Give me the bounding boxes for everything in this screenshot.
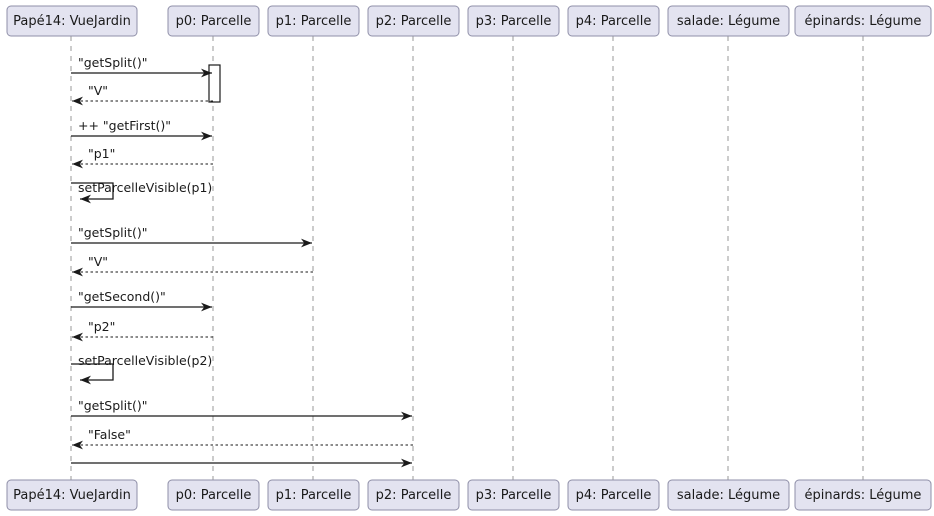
message-label: ++ "getFirst()" xyxy=(78,118,171,133)
participant-box xyxy=(6,5,138,37)
participant-box xyxy=(267,479,360,511)
activations-group xyxy=(208,64,221,103)
participant-label: p0: Parcelle xyxy=(176,488,252,503)
participant-header-salade[interactable]: salade: Légume xyxy=(667,5,790,37)
message-label: "getSecond()" xyxy=(78,289,166,304)
activation-p0 xyxy=(208,64,221,103)
participant-box xyxy=(367,479,460,511)
participant-header-p4[interactable]: p4: Parcelle xyxy=(567,5,660,37)
participant-box xyxy=(6,479,138,511)
participant-header-p3[interactable]: p3: Parcelle xyxy=(467,5,560,37)
participant-box xyxy=(567,5,660,37)
participant-footer-vuejardin[interactable]: Papé14: VueJardin xyxy=(6,479,138,511)
participant-label: p4: Parcelle xyxy=(576,488,652,503)
participant-footer-group: Papé14: VueJardin p0: Parcelle p1: Parcell… xyxy=(6,479,932,511)
participant-label: salade: Légume xyxy=(677,14,780,29)
message-1[interactable]: "getSplit()" xyxy=(71,55,212,78)
message-8[interactable]: "getSecond()" xyxy=(71,289,212,312)
participant-label: p4: Parcelle xyxy=(576,14,652,29)
message-2[interactable]: "V" xyxy=(72,83,213,106)
participant-header-p2[interactable]: p2: Parcelle xyxy=(367,5,460,37)
participant-label: Papé14: VueJardin xyxy=(13,14,131,29)
participant-header-p0[interactable]: p0: Parcelle xyxy=(167,5,260,37)
message-label: "p1" xyxy=(88,146,115,161)
participant-box xyxy=(794,5,932,37)
message-label: "V" xyxy=(88,83,108,98)
participant-box xyxy=(367,5,460,37)
participant-box xyxy=(467,5,560,37)
participant-label: salade: Légume xyxy=(677,488,780,503)
message-label: "p2" xyxy=(88,319,115,334)
participant-header-p1[interactable]: p1: Parcelle xyxy=(267,5,360,37)
message-label: "getSplit()" xyxy=(78,225,148,240)
participant-label: p2: Parcelle xyxy=(376,488,452,503)
participant-header-epinards[interactable]: épinards: Légume xyxy=(794,5,932,37)
participant-footer-p3[interactable]: p3: Parcelle xyxy=(467,479,560,511)
message-label: "V" xyxy=(88,254,108,269)
message-self-path xyxy=(71,363,114,385)
message-6[interactable]: "getSplit()" xyxy=(71,225,312,248)
participant-box xyxy=(794,479,932,511)
participant-label: p3: Parcelle xyxy=(476,14,552,29)
message-label: "False" xyxy=(88,427,131,442)
participant-label: p0: Parcelle xyxy=(176,14,252,29)
participant-footer-salade[interactable]: salade: Légume xyxy=(667,479,790,511)
message-5[interactable]: setParcelleVisible(p1) xyxy=(71,180,212,204)
participant-label: p1: Parcelle xyxy=(276,488,352,503)
participant-label: Papé14: VueJardin xyxy=(13,488,131,503)
participant-footer-p4[interactable]: p4: Parcelle xyxy=(567,479,660,511)
messages-group: "getSplit()" "V" ++ "getFirst()" "p1" setPar… xyxy=(71,55,413,468)
participant-label: épinards: Légume xyxy=(805,14,922,29)
message-self-path xyxy=(71,182,114,204)
message-4[interactable]: "p1" xyxy=(72,146,213,169)
message-7[interactable]: "V" xyxy=(72,254,313,277)
participant-box xyxy=(167,5,260,37)
participant-header-group: Papé14: VueJardin p0: Parcelle p1: Parcell… xyxy=(6,5,932,37)
participant-label: p3: Parcelle xyxy=(476,488,552,503)
participant-box xyxy=(667,5,790,37)
participant-box xyxy=(467,479,560,511)
participant-label: p1: Parcelle xyxy=(276,14,352,29)
message-label: "getSplit()" xyxy=(78,55,148,70)
message-label: setParcelleVisible(p1) xyxy=(78,180,212,195)
message-10[interactable]: setParcelleVisible(p2) xyxy=(71,353,212,385)
message-9[interactable]: "p2" xyxy=(72,319,213,342)
participant-box xyxy=(567,479,660,511)
participant-label: épinards: Légume xyxy=(805,488,922,503)
participant-footer-epinards[interactable]: épinards: Légume xyxy=(794,479,932,511)
participant-header-vuejardin[interactable]: Papé14: VueJardin xyxy=(6,5,138,37)
message-label: "getSplit()" xyxy=(78,398,148,413)
participant-box xyxy=(667,479,790,511)
message-11[interactable]: "getSplit()" xyxy=(71,398,412,421)
participant-footer-p1[interactable]: p1: Parcelle xyxy=(267,479,360,511)
participant-box xyxy=(167,479,260,511)
participant-footer-p2[interactable]: p2: Parcelle xyxy=(367,479,460,511)
lifelines-group xyxy=(70,36,864,480)
message-3[interactable]: ++ "getFirst()" xyxy=(71,118,212,141)
message-label: setParcelleVisible(p2) xyxy=(78,353,212,368)
message-12[interactable]: "False" xyxy=(72,427,413,450)
participant-label: p2: Parcelle xyxy=(376,14,452,29)
participant-footer-p0[interactable]: p0: Parcelle xyxy=(167,479,260,511)
participant-box xyxy=(267,5,360,37)
